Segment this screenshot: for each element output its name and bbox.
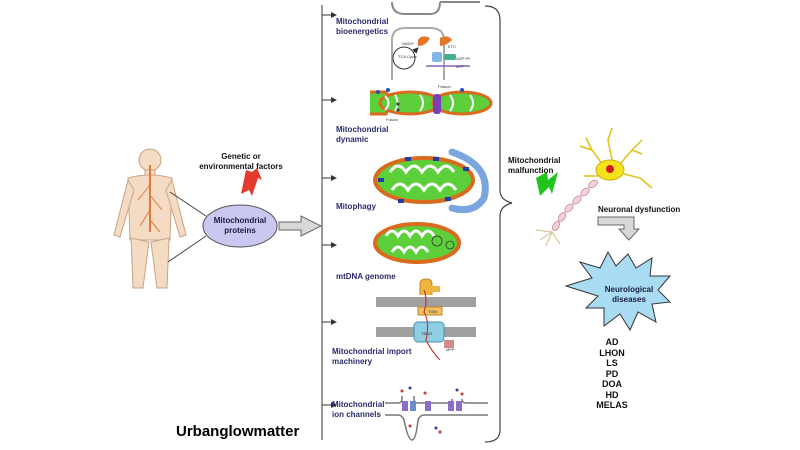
body-connector-lines bbox=[167, 191, 207, 263]
dynamic-label: Mitochondrial dynamic bbox=[336, 125, 389, 144]
import-machinery-label: Mitochondrial import machinery bbox=[332, 347, 412, 366]
malfunction-label: Mitochondrial malfunction bbox=[508, 156, 561, 175]
human-body-icon bbox=[113, 148, 187, 289]
mitochondrial-dynamic-illustration: Fission Fusion bbox=[370, 84, 493, 122]
disease-list: AD LHON LS PD DOA HD MELAS bbox=[582, 337, 642, 411]
mitophagy-label: Mitophagy bbox=[336, 202, 376, 211]
ion-channels-illustration bbox=[385, 386, 488, 441]
mitochondrial-proteins-ellipse bbox=[202, 204, 278, 248]
disease-item: AD bbox=[605, 337, 619, 347]
mtdna-illustration bbox=[373, 222, 461, 264]
mitochondrial-proteins-label: Mitochondrial proteins bbox=[213, 216, 267, 235]
trigger-label: Genetic or environmental factors bbox=[199, 152, 283, 171]
disease-item: HD bbox=[605, 389, 619, 400]
neuron-icon bbox=[535, 127, 653, 247]
mpp-text: MPP bbox=[446, 347, 455, 352]
panel-arrows bbox=[321, 5, 337, 440]
disease-item: MELAS bbox=[596, 400, 628, 410]
nadh-text: NADH bbox=[402, 41, 413, 46]
disease-item: DOA bbox=[602, 379, 622, 389]
tom-text: TOM bbox=[428, 309, 437, 314]
atp-text: ATP bbox=[456, 64, 464, 69]
tim23-text: TIM23 bbox=[421, 331, 433, 336]
diseases-starburst bbox=[564, 250, 672, 332]
disease-item: LHON bbox=[599, 347, 625, 358]
etc-text: ETC bbox=[448, 44, 456, 49]
disease-item: LS bbox=[606, 358, 618, 368]
mtdna-label: mtDNA genome bbox=[336, 272, 396, 281]
import-machinery-illustration: TOM TIM23 MPP bbox=[376, 278, 476, 361]
brand-watermark: Urbanglowmatter bbox=[176, 423, 300, 440]
ion-channels-label: Mitochondrial ion channels bbox=[332, 400, 385, 419]
right-brace bbox=[484, 5, 513, 443]
neurological-diseases-label: Neurological diseases bbox=[604, 285, 654, 304]
bent-down-arrow-icon bbox=[597, 216, 641, 241]
green-lightning-icon bbox=[536, 172, 558, 196]
adp-text: ADP+Pi bbox=[456, 56, 470, 61]
red-lightning-icon bbox=[241, 168, 262, 196]
fusion-text: Fusion bbox=[386, 117, 398, 122]
tca-text: TCA Cycle bbox=[398, 54, 418, 59]
bioenergetics-label: Mitochondrial bioenergetics bbox=[336, 17, 389, 36]
disease-item: PD bbox=[605, 368, 619, 379]
mitophagy-illustration bbox=[373, 148, 489, 214]
big-right-arrow-icon bbox=[278, 215, 323, 237]
bioenergetics-illustration: NADH TCA Cycle ETC ADP+Pi ATP bbox=[391, 1, 480, 80]
neuronal-dysfunction-label: Neuronal dysfunction bbox=[598, 205, 681, 214]
fission-text: Fission bbox=[438, 84, 451, 89]
